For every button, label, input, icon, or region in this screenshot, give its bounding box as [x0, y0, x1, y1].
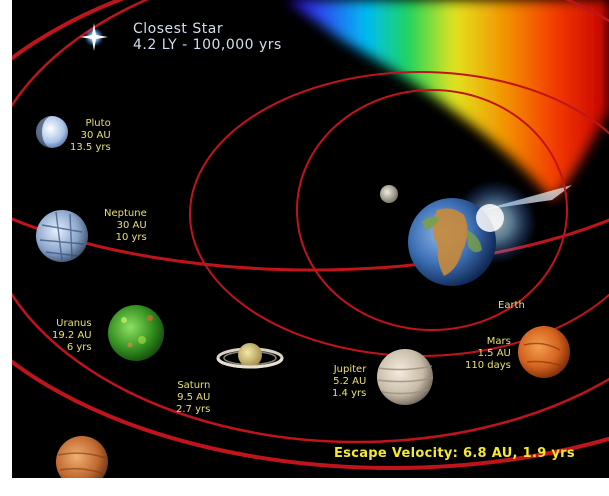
jupiter-planet — [377, 349, 434, 405]
pluto-distance: 30 AU — [80, 130, 111, 141]
space-scene: Closest Star 4.2 LY - 100,000 yrs Pluto … — [12, 0, 609, 478]
mars-planet — [518, 326, 570, 378]
moon-icon — [380, 185, 398, 203]
jupiter-label: Jupiter 5.2 AU 1.4 yrs — [332, 364, 366, 400]
jupiter-distance: 5.2 AU — [333, 376, 367, 387]
neptune-time: 10 yrs — [115, 232, 147, 243]
saturn-distance: 9.5 AU — [177, 392, 211, 403]
saturn-name: Saturn — [177, 380, 211, 391]
mars-name: Mars — [486, 336, 511, 347]
uranus-name: Uranus — [56, 318, 92, 329]
saturn-label: Saturn 9.5 AU 2.7 yrs — [176, 380, 210, 416]
star-icon — [80, 23, 108, 51]
uranus-distance: 19.2 AU — [52, 330, 92, 341]
rainbow-trail — [287, 0, 609, 210]
mars-label: Mars 1.5 AU 110 days — [465, 336, 511, 372]
saturn-planet — [216, 343, 284, 369]
closest-star-title: Closest Star — [133, 21, 224, 37]
neptune-distance: 30 AU — [116, 220, 147, 231]
escape-velocity-label: Escape Velocity: 6.8 AU, 1.9 yrs — [334, 446, 575, 461]
saturn-time: 2.7 yrs — [176, 404, 211, 415]
jupiter-time: 1.4 yrs — [332, 388, 367, 399]
pluto-planet — [36, 116, 68, 148]
pluto-time: 13.5 yrs — [70, 142, 111, 153]
earth-icon — [408, 180, 537, 286]
earth-label: Earth — [498, 300, 525, 312]
closest-star-detail: 4.2 LY - 100,000 yrs — [133, 37, 282, 53]
uranus-time: 6 yrs — [66, 342, 92, 353]
planet-bottom-left — [56, 436, 108, 478]
mars-distance: 1.5 AU — [477, 348, 511, 359]
pluto-label: Pluto 30 AU 13.5 yrs — [70, 118, 111, 154]
scene-graphics — [12, 0, 609, 478]
uranus-planet — [108, 305, 164, 361]
mars-time: 110 days — [465, 360, 511, 371]
neptune-label: Neptune 30 AU 10 yrs — [104, 208, 147, 244]
closest-star-label: Closest Star 4.2 LY - 100,000 yrs — [133, 21, 282, 53]
neptune-name: Neptune — [104, 208, 147, 219]
pluto-name: Pluto — [85, 118, 111, 129]
jupiter-name: Jupiter — [333, 364, 367, 375]
neptune-planet — [36, 210, 88, 262]
earth-name: Earth — [498, 300, 525, 311]
uranus-label: Uranus 19.2 AU 6 yrs — [52, 318, 92, 354]
